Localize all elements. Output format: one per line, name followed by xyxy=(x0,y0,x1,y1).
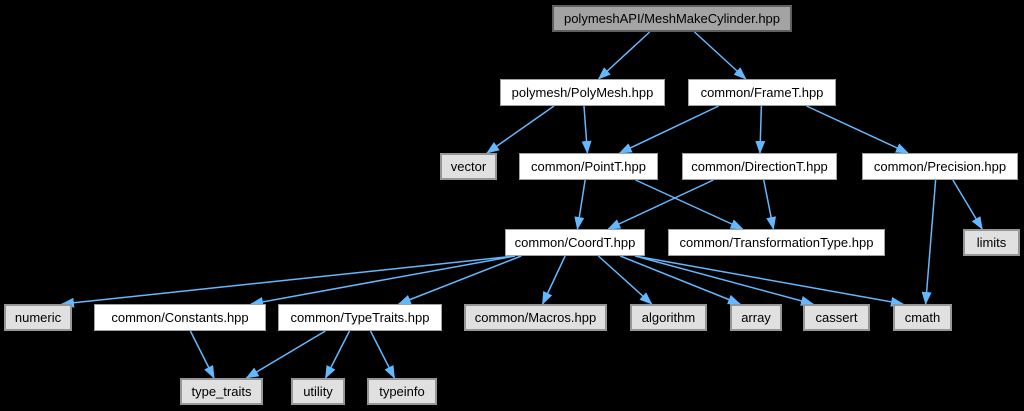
node-label: common/Constants.hpp xyxy=(111,310,249,325)
node-label: common/DirectionT.hpp xyxy=(691,159,828,174)
edge-typetraits-hpp-to-typeinfo xyxy=(369,330,396,379)
edge-directiont-hpp-to-coordt-hpp xyxy=(607,179,714,230)
edge-directiont-hpp-to-transformationtype-hpp xyxy=(763,179,777,230)
edge-coordt-hpp-to-cassert xyxy=(634,255,814,306)
node-vector: vector xyxy=(440,153,497,180)
edge-meshmakecylinder-hpp-to-framet-hpp xyxy=(693,31,747,80)
edge-pointt-hpp-to-coordt-hpp xyxy=(574,179,586,230)
node-label: limits xyxy=(976,235,1007,250)
edge-coordt-hpp-to-constants-hpp xyxy=(250,255,516,307)
edge-constants-hpp-to-type-traits xyxy=(189,330,215,379)
edge-pointt-hpp-to-transformationtype-hpp xyxy=(635,179,744,230)
edge-coordt-hpp-to-algorithm xyxy=(597,255,653,305)
edge-typetraits-hpp-to-type-traits xyxy=(245,330,326,379)
edge-coordt-hpp-to-macros-hpp xyxy=(541,255,566,305)
node-label: type_traits xyxy=(191,384,252,399)
node-macros-hpp: common/Macros.hpp xyxy=(464,304,607,331)
node-label: cassert xyxy=(815,310,858,325)
node-label: polymeshAPI/MeshMakeCylinder.hpp xyxy=(563,11,781,26)
edge-coordt-hpp-to-typetraits-hpp xyxy=(397,255,522,305)
node-precision-hpp[interactable]: common/Precision.hpp xyxy=(862,153,1018,180)
node-meshmakecylinder-hpp: polymeshAPI/MeshMakeCylinder.hpp xyxy=(552,5,792,32)
node-label: typeinfo xyxy=(379,384,425,399)
node-transformationtype-hpp[interactable]: common/TransformationType.hpp xyxy=(668,229,885,256)
node-label: vector xyxy=(450,159,487,174)
edge-polymesh-hpp-to-vector xyxy=(486,105,555,154)
node-constants-hpp[interactable]: common/Constants.hpp xyxy=(94,304,266,331)
node-algorithm: algorithm xyxy=(630,304,707,331)
edge-coordt-hpp-to-numeric xyxy=(61,255,516,308)
node-label: common/FrameT.hpp xyxy=(700,85,824,100)
node-numeric: numeric xyxy=(4,304,72,331)
node-label: numeric xyxy=(14,310,62,325)
node-label: utility xyxy=(303,384,333,399)
node-cassert: cassert xyxy=(803,304,870,331)
edge-typetraits-hpp-to-utility xyxy=(324,330,351,379)
node-label: common/PointT.hpp xyxy=(531,159,646,174)
node-label: polymesh/PolyMesh.hpp xyxy=(511,85,654,100)
edge-polymesh-hpp-to-pointt-hpp xyxy=(581,105,592,154)
node-label: common/TypeTraits.hpp xyxy=(290,310,430,325)
node-framet-hpp[interactable]: common/FrameT.hpp xyxy=(688,79,836,106)
node-label: common/TransformationType.hpp xyxy=(679,235,874,250)
node-label: cmath xyxy=(904,310,941,325)
edge-precision-hpp-to-limits xyxy=(952,179,983,230)
node-cmath: cmath xyxy=(893,304,952,331)
node-label: array xyxy=(741,310,771,325)
node-type-traits: type_traits xyxy=(180,378,263,405)
edge-coordt-hpp-to-array xyxy=(619,255,741,305)
node-label: common/Precision.hpp xyxy=(873,159,1007,174)
edge-coordt-hpp-to-cmath xyxy=(634,255,904,307)
node-typeinfo: typeinfo xyxy=(367,378,437,405)
edge-meshmakecylinder-hpp-to-polymesh-hpp xyxy=(597,31,651,80)
node-typetraits-hpp[interactable]: common/TypeTraits.hpp xyxy=(278,304,442,331)
edge-framet-hpp-to-pointt-hpp xyxy=(618,105,719,154)
node-utility: utility xyxy=(291,378,345,405)
edge-precision-hpp-to-cmath xyxy=(921,179,937,305)
node-pointt-hpp[interactable]: common/PointT.hpp xyxy=(519,153,658,180)
node-array: array xyxy=(730,304,782,331)
node-label: common/CoordT.hpp xyxy=(514,235,636,250)
edge-framet-hpp-to-directiont-hpp xyxy=(755,105,766,154)
node-limits: limits xyxy=(963,229,1020,256)
node-coordt-hpp[interactable]: common/CoordT.hpp xyxy=(505,229,645,256)
node-directiont-hpp[interactable]: common/DirectionT.hpp xyxy=(682,153,837,180)
node-label: common/Macros.hpp xyxy=(474,310,597,325)
edge-framet-hpp-to-precision-hpp xyxy=(806,105,909,154)
node-label: algorithm xyxy=(641,310,696,325)
node-polymesh-hpp[interactable]: polymesh/PolyMesh.hpp xyxy=(500,79,665,106)
